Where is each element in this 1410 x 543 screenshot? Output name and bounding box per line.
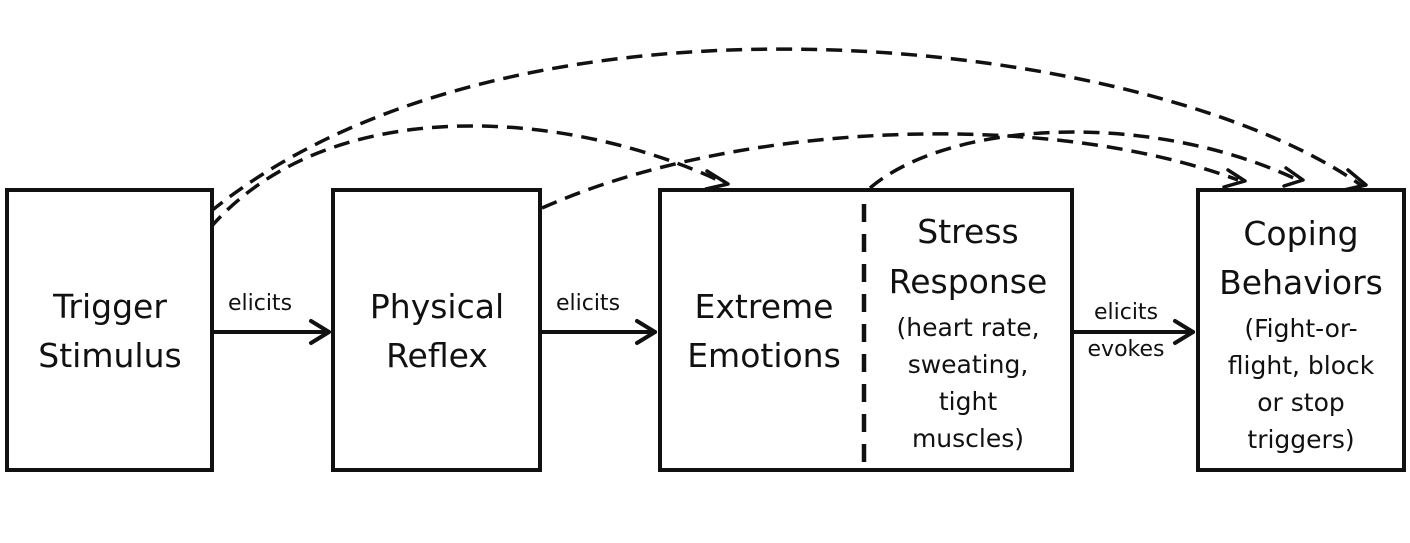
box-coping-behaviors (1196, 188, 1406, 472)
arrowhead-coping (1173, 319, 1195, 345)
dashed-arc-stress-to-coping (868, 130, 1299, 190)
trigger-stimulus-label-line-1: Trigger (52, 287, 167, 326)
stress-response-title-line-2: Response (889, 262, 1048, 301)
coping-behaviors-detail-line-2: flight, block (1228, 351, 1375, 380)
edge-label-stress-to-coping-top: elicits (1094, 300, 1158, 325)
arrowhead-reflex (309, 319, 331, 345)
stress-response-detail-line-3: tight (939, 387, 997, 416)
extreme-emotions-label-line-1: Extreme (695, 287, 834, 326)
coping-behaviors-title-line-1: Coping (1243, 214, 1358, 253)
arrowhead-coping-top-middle (1282, 166, 1305, 188)
dashed-arc-trigger-to-coping (208, 47, 1364, 214)
stress-response-detail-line-4: muscles) (912, 424, 1024, 453)
dashed-arc-reflex-to-coping (541, 132, 1239, 210)
stress-response-detail-line-1: (heart rate, (896, 313, 1039, 342)
arrowhead-emotions (635, 319, 657, 345)
arrowhead-emotions-top (704, 169, 730, 191)
stress-response-detail-line-2: sweating, (908, 350, 1029, 379)
edge-label-trigger-to-reflex: elicits (228, 291, 292, 316)
coping-behaviors-title-line-2: Behaviors (1219, 263, 1383, 302)
extreme-emotions-label-line-2: Emotions (687, 336, 841, 375)
dashed-arc-trigger-to-emotions (208, 124, 723, 230)
edge-label-stress-to-coping-bottom: evokes (1088, 337, 1165, 362)
coping-behaviors-detail-line-1: (Fight-or- (1244, 314, 1357, 343)
physical-reflex-label-line-2: Reflex (386, 336, 488, 375)
trigger-stimulus-label-line-2: Stimulus (38, 336, 181, 375)
coping-behaviors-detail-line-3: or stop (1257, 388, 1345, 417)
box-trigger-stimulus (5, 188, 214, 472)
box-physical-reflex (331, 188, 542, 472)
physical-reflex-label-line-1: Physical (370, 287, 504, 326)
coping-behaviors-detail-line-4: triggers) (1247, 425, 1354, 454)
arrowhead-coping-top-left (1222, 168, 1247, 189)
edge-label-reflex-to-emotions: elicits (556, 291, 620, 316)
stress-response-title-line-1: Stress (917, 212, 1018, 251)
